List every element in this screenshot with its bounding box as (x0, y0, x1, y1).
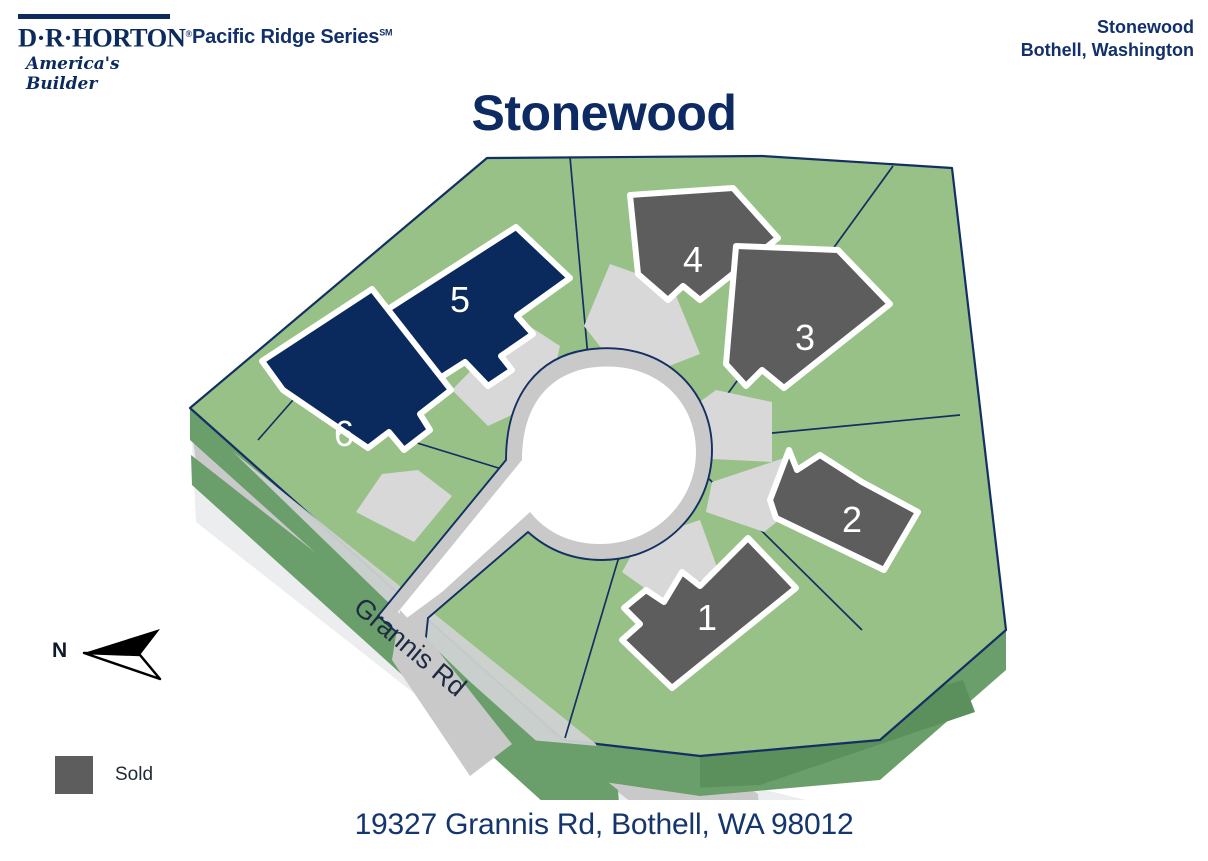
extrusion-base-shadow (563, 740, 700, 796)
series-label: Pacific Ridge SeriesSM (192, 26, 393, 49)
logo-wordmark: D·R·HORTON® (18, 21, 192, 52)
site-plan-map[interactable]: 5 6 4 3 2 1 Grannis Rd (0, 140, 1208, 800)
lot-2-number: 2 (842, 499, 862, 540)
cul-de-sac (377, 347, 713, 657)
grannis-stub (392, 610, 512, 776)
lot-2[interactable]: 2 (767, 447, 921, 573)
community-meta: Stonewood Bothell, Washington (1021, 16, 1194, 62)
lot-4-number: 4 (683, 239, 703, 280)
compass-north-label: N (52, 639, 68, 662)
logo-wordmark-text: D·R·HORTON (18, 23, 186, 53)
legend-label-sold: Sold (115, 764, 154, 785)
community-name: Stonewood (1097, 17, 1194, 37)
logo-trademark: ® (185, 29, 192, 39)
cul-de-sac-inner (398, 366, 696, 620)
lot-1-number: 1 (697, 597, 717, 638)
community-location: Bothell, Washington (1020, 40, 1194, 60)
series-label-text: Pacific Ridge Series (192, 26, 380, 48)
logo-tagline: America's Builder (26, 53, 120, 94)
lot-1-footprint[interactable] (619, 535, 799, 691)
series-servicemark: SM (379, 27, 393, 38)
lot-1[interactable]: 1 (619, 535, 799, 691)
legend-swatch-sold (55, 756, 93, 794)
page-title: Stonewood (471, 85, 737, 141)
lot-6-number: 6 (334, 413, 354, 454)
lot-5-number: 5 (450, 279, 470, 320)
lot-3-footprint[interactable] (723, 243, 893, 391)
grannis-stub-pavement (392, 610, 512, 776)
dr-horton-logo: D·R·HORTON® America's Builder (18, 14, 192, 94)
lot-buildings[interactable]: 5 6 4 3 2 1 (259, 185, 921, 691)
lot-4-footprint[interactable] (627, 185, 781, 303)
compass-arrow-icon (82, 629, 162, 681)
compass-rose: N (46, 625, 166, 685)
logo-rule (18, 14, 170, 19)
lot-6[interactable]: 6 (259, 286, 454, 454)
property-address: 19327 Grannis Rd, Bothell, WA 98012 (354, 808, 854, 841)
lot-3[interactable]: 3 (723, 243, 893, 391)
brand-block: D·R·HORTON® America's Builder Pacific Ri… (18, 14, 393, 94)
page-header: D·R·HORTON® America's Builder Pacific Ri… (0, 0, 1208, 94)
map-legend: Sold (55, 756, 153, 794)
lot-2-footprint[interactable] (767, 447, 921, 573)
driveway-lot6 (356, 470, 452, 542)
lot-6-footprint[interactable] (259, 286, 454, 453)
lot-4[interactable]: 4 (627, 185, 781, 303)
lot-3-number: 3 (795, 317, 815, 358)
